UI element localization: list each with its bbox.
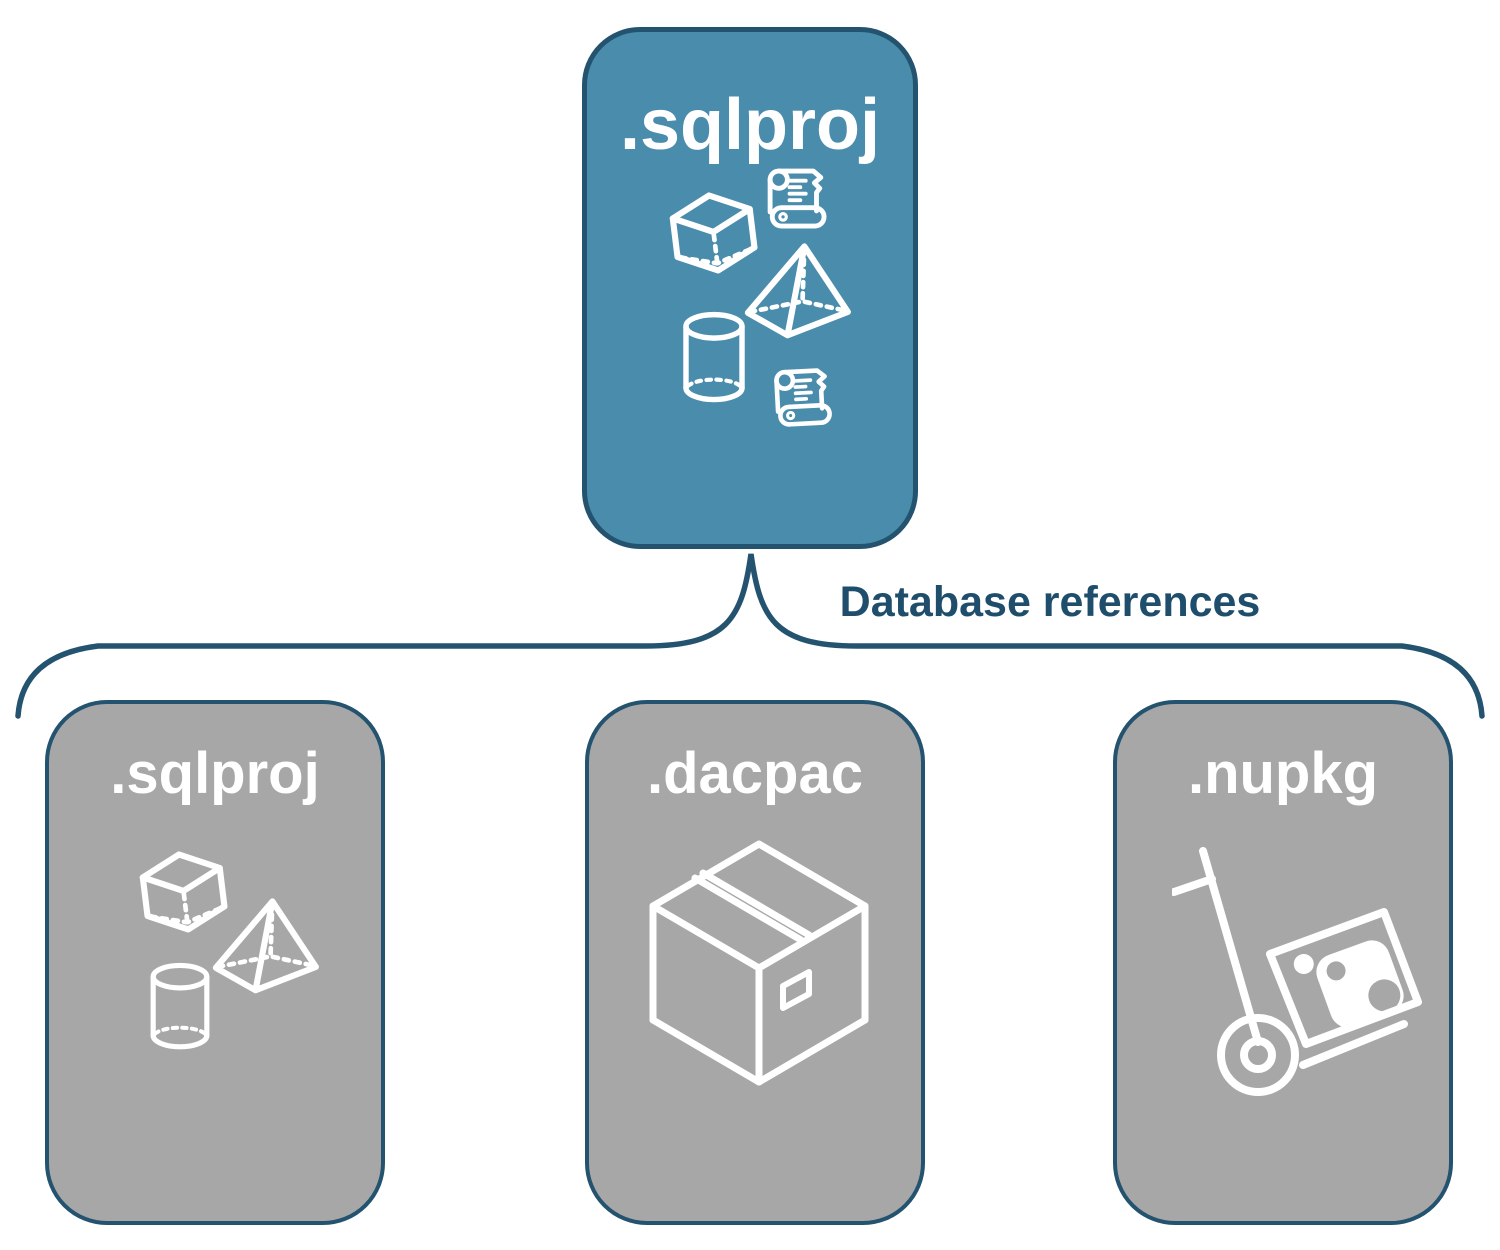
cylinder-icon	[675, 311, 753, 405]
cylinder-icon	[143, 962, 217, 1052]
child-node-title: .dacpac	[647, 741, 863, 806]
cube-icon	[128, 841, 241, 949]
child-node-dacpac: .dacpac	[585, 700, 925, 1225]
scroll-icon	[755, 158, 837, 238]
scroll-icon	[761, 358, 843, 436]
pyramid-icon	[208, 892, 325, 1000]
cube-icon	[658, 182, 771, 290]
root-node-title: .sqlproj	[619, 85, 880, 165]
child-node-sqlproj: .sqlproj	[45, 700, 385, 1225]
pyramid-icon	[740, 237, 857, 345]
child-node-title: .nupkg	[1187, 741, 1379, 806]
handtruck-icon	[1172, 846, 1422, 1101]
package-icon	[639, 830, 879, 1098]
child-node-nupkg: .nupkg	[1113, 700, 1453, 1225]
child-node-title: .sqlproj	[110, 741, 320, 806]
root-node-sqlproj: .sqlproj	[582, 27, 918, 549]
connector-label: Database references	[839, 578, 1261, 626]
